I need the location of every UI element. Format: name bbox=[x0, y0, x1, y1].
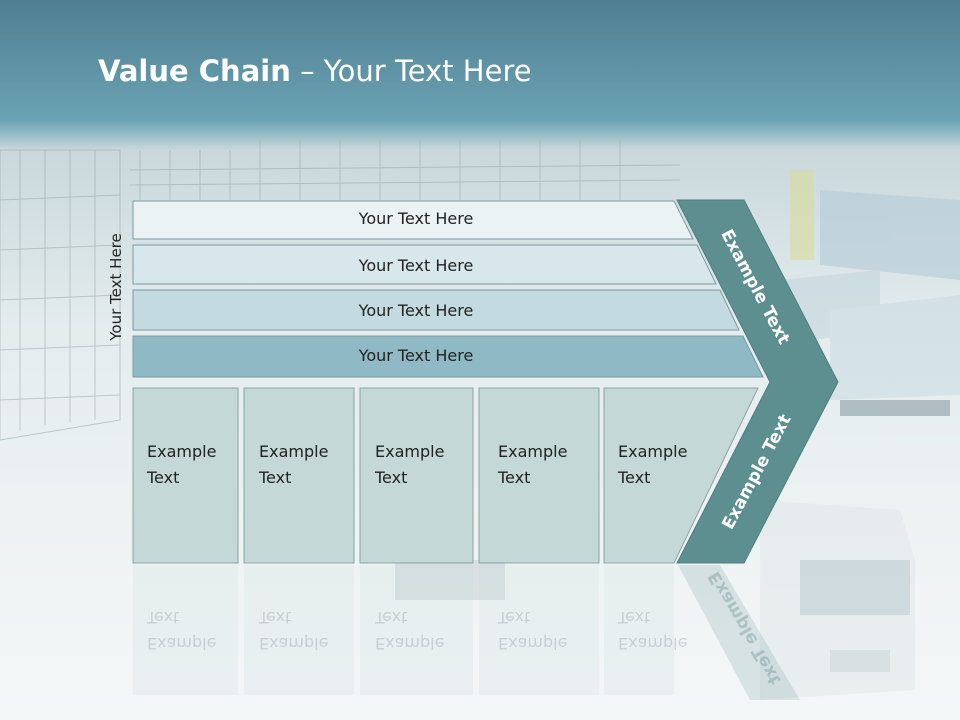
box-5 bbox=[603, 387, 759, 564]
box-4 bbox=[478, 387, 600, 564]
box-3 bbox=[359, 387, 474, 564]
row-1-text: Your Text Here bbox=[358, 209, 474, 228]
page-title: Value Chain – Your Text Here bbox=[98, 54, 532, 88]
row-3-text: Your Text Here bbox=[358, 301, 474, 320]
row-1-bar bbox=[132, 200, 694, 240]
row-2-text: Your Text Here bbox=[358, 256, 474, 275]
row-4-text: Your Text Here bbox=[358, 346, 474, 365]
row-4-bar bbox=[132, 335, 764, 378]
box-2 bbox=[243, 387, 355, 564]
box-1 bbox=[132, 387, 239, 564]
chevron-arrow bbox=[676, 199, 839, 564]
row-3-bar bbox=[132, 289, 740, 331]
boxes-reflection bbox=[133, 565, 800, 700]
row-2-bar bbox=[132, 244, 717, 285]
